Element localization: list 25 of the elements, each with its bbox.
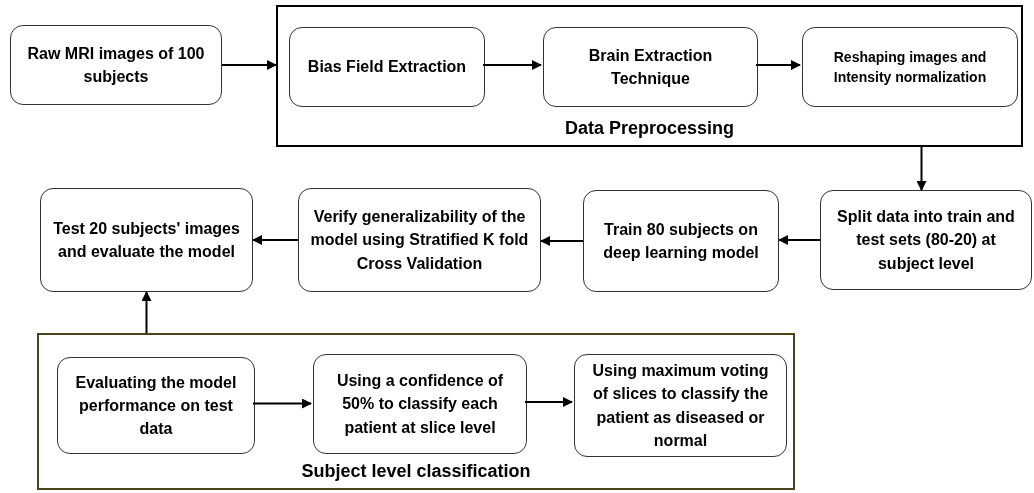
group-heading: Subject level classification: [300, 461, 532, 482]
arrow: [778, 235, 821, 245]
group-frame: [37, 333, 795, 490]
process-box: Brain Extraction Technique: [543, 27, 758, 107]
arrow: [141, 291, 152, 334]
group-heading: Data Preprocessing: [563, 118, 736, 139]
arrow: [221, 60, 277, 70]
process-box: Train 80 subjects on deep learning model: [583, 190, 779, 292]
arrow: [755, 60, 801, 70]
process-box: Using maximum voting of slices to classify the patient as diseased or normal: [574, 354, 787, 457]
process-box: Using a confidence of 50% to classify each patient at slice level: [313, 354, 527, 454]
process-box: Reshaping images and Intensity normalization: [802, 27, 1018, 107]
process-box: Split data into train and test sets (80-20) at subject level: [820, 190, 1032, 290]
process-box: Bias Field Extraction: [289, 27, 485, 107]
process-box: Verify generalizability of the model using Stratified K fold Cross Validation: [298, 188, 541, 292]
process-box: Raw MRI images of 100 subjects: [10, 25, 222, 105]
process-box: Evaluating the model performance on test data: [57, 357, 255, 454]
process-box: Test 20 subjects' images and evaluate the model: [40, 188, 253, 292]
arrow: [252, 235, 299, 245]
arrow: [524, 397, 573, 407]
arrow: [540, 236, 584, 246]
arrow: [252, 398, 312, 409]
arrow: [916, 146, 927, 191]
arrow: [482, 60, 542, 70]
group-frame: [276, 5, 1023, 147]
